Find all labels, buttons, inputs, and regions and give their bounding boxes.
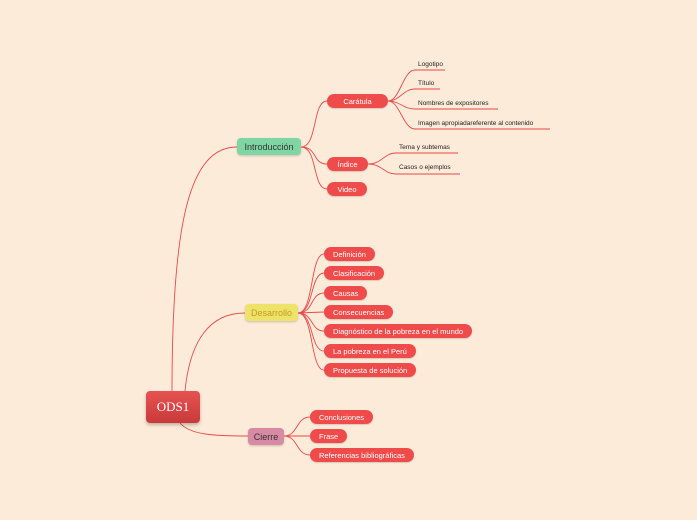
- node-conclusiones[interactable]: Conclusiones: [310, 410, 374, 424]
- node-referencias[interactable]: Referencias bibliográficas: [310, 448, 414, 462]
- node-indice[interactable]: Índice: [327, 157, 368, 171]
- branch-cierre[interactable]: Cierre: [248, 428, 284, 445]
- root-node[interactable]: ODS1: [146, 391, 200, 423]
- leaf-logotipo[interactable]: Logotipo: [418, 61, 443, 68]
- node-caratula[interactable]: Carátula: [327, 94, 388, 108]
- node-definicion[interactable]: Definición: [324, 247, 375, 261]
- node-diagnostico[interactable]: Diagnóstico de la pobreza en el mundo: [324, 324, 473, 338]
- branch-introduccion[interactable]: Introducción: [237, 138, 301, 155]
- leaf-tema-subtemas[interactable]: Tema y subtemas: [399, 144, 450, 151]
- node-clasificacion[interactable]: Clasificación: [324, 266, 385, 280]
- leaf-titulo[interactable]: Título: [418, 80, 435, 87]
- leaf-imagen-apropiada[interactable]: Imagen apropiadareferente al contenido: [418, 120, 534, 127]
- node-pobreza-peru[interactable]: La pobreza en el Perú: [324, 344, 416, 358]
- node-frase[interactable]: Frase: [310, 429, 348, 443]
- node-propuesta-solucion[interactable]: Propuesta de solución: [324, 363, 417, 377]
- node-video[interactable]: Video: [327, 182, 367, 196]
- node-consecuencias[interactable]: Consecuencias: [324, 305, 394, 319]
- leaf-casos-ejemplos[interactable]: Casos o ejemplos: [399, 164, 451, 171]
- node-causas[interactable]: Causas: [324, 286, 368, 300]
- branch-desarrollo[interactable]: Desarrollo: [245, 304, 298, 321]
- leaf-nombres-expositores[interactable]: Nombres de expositores: [418, 100, 489, 107]
